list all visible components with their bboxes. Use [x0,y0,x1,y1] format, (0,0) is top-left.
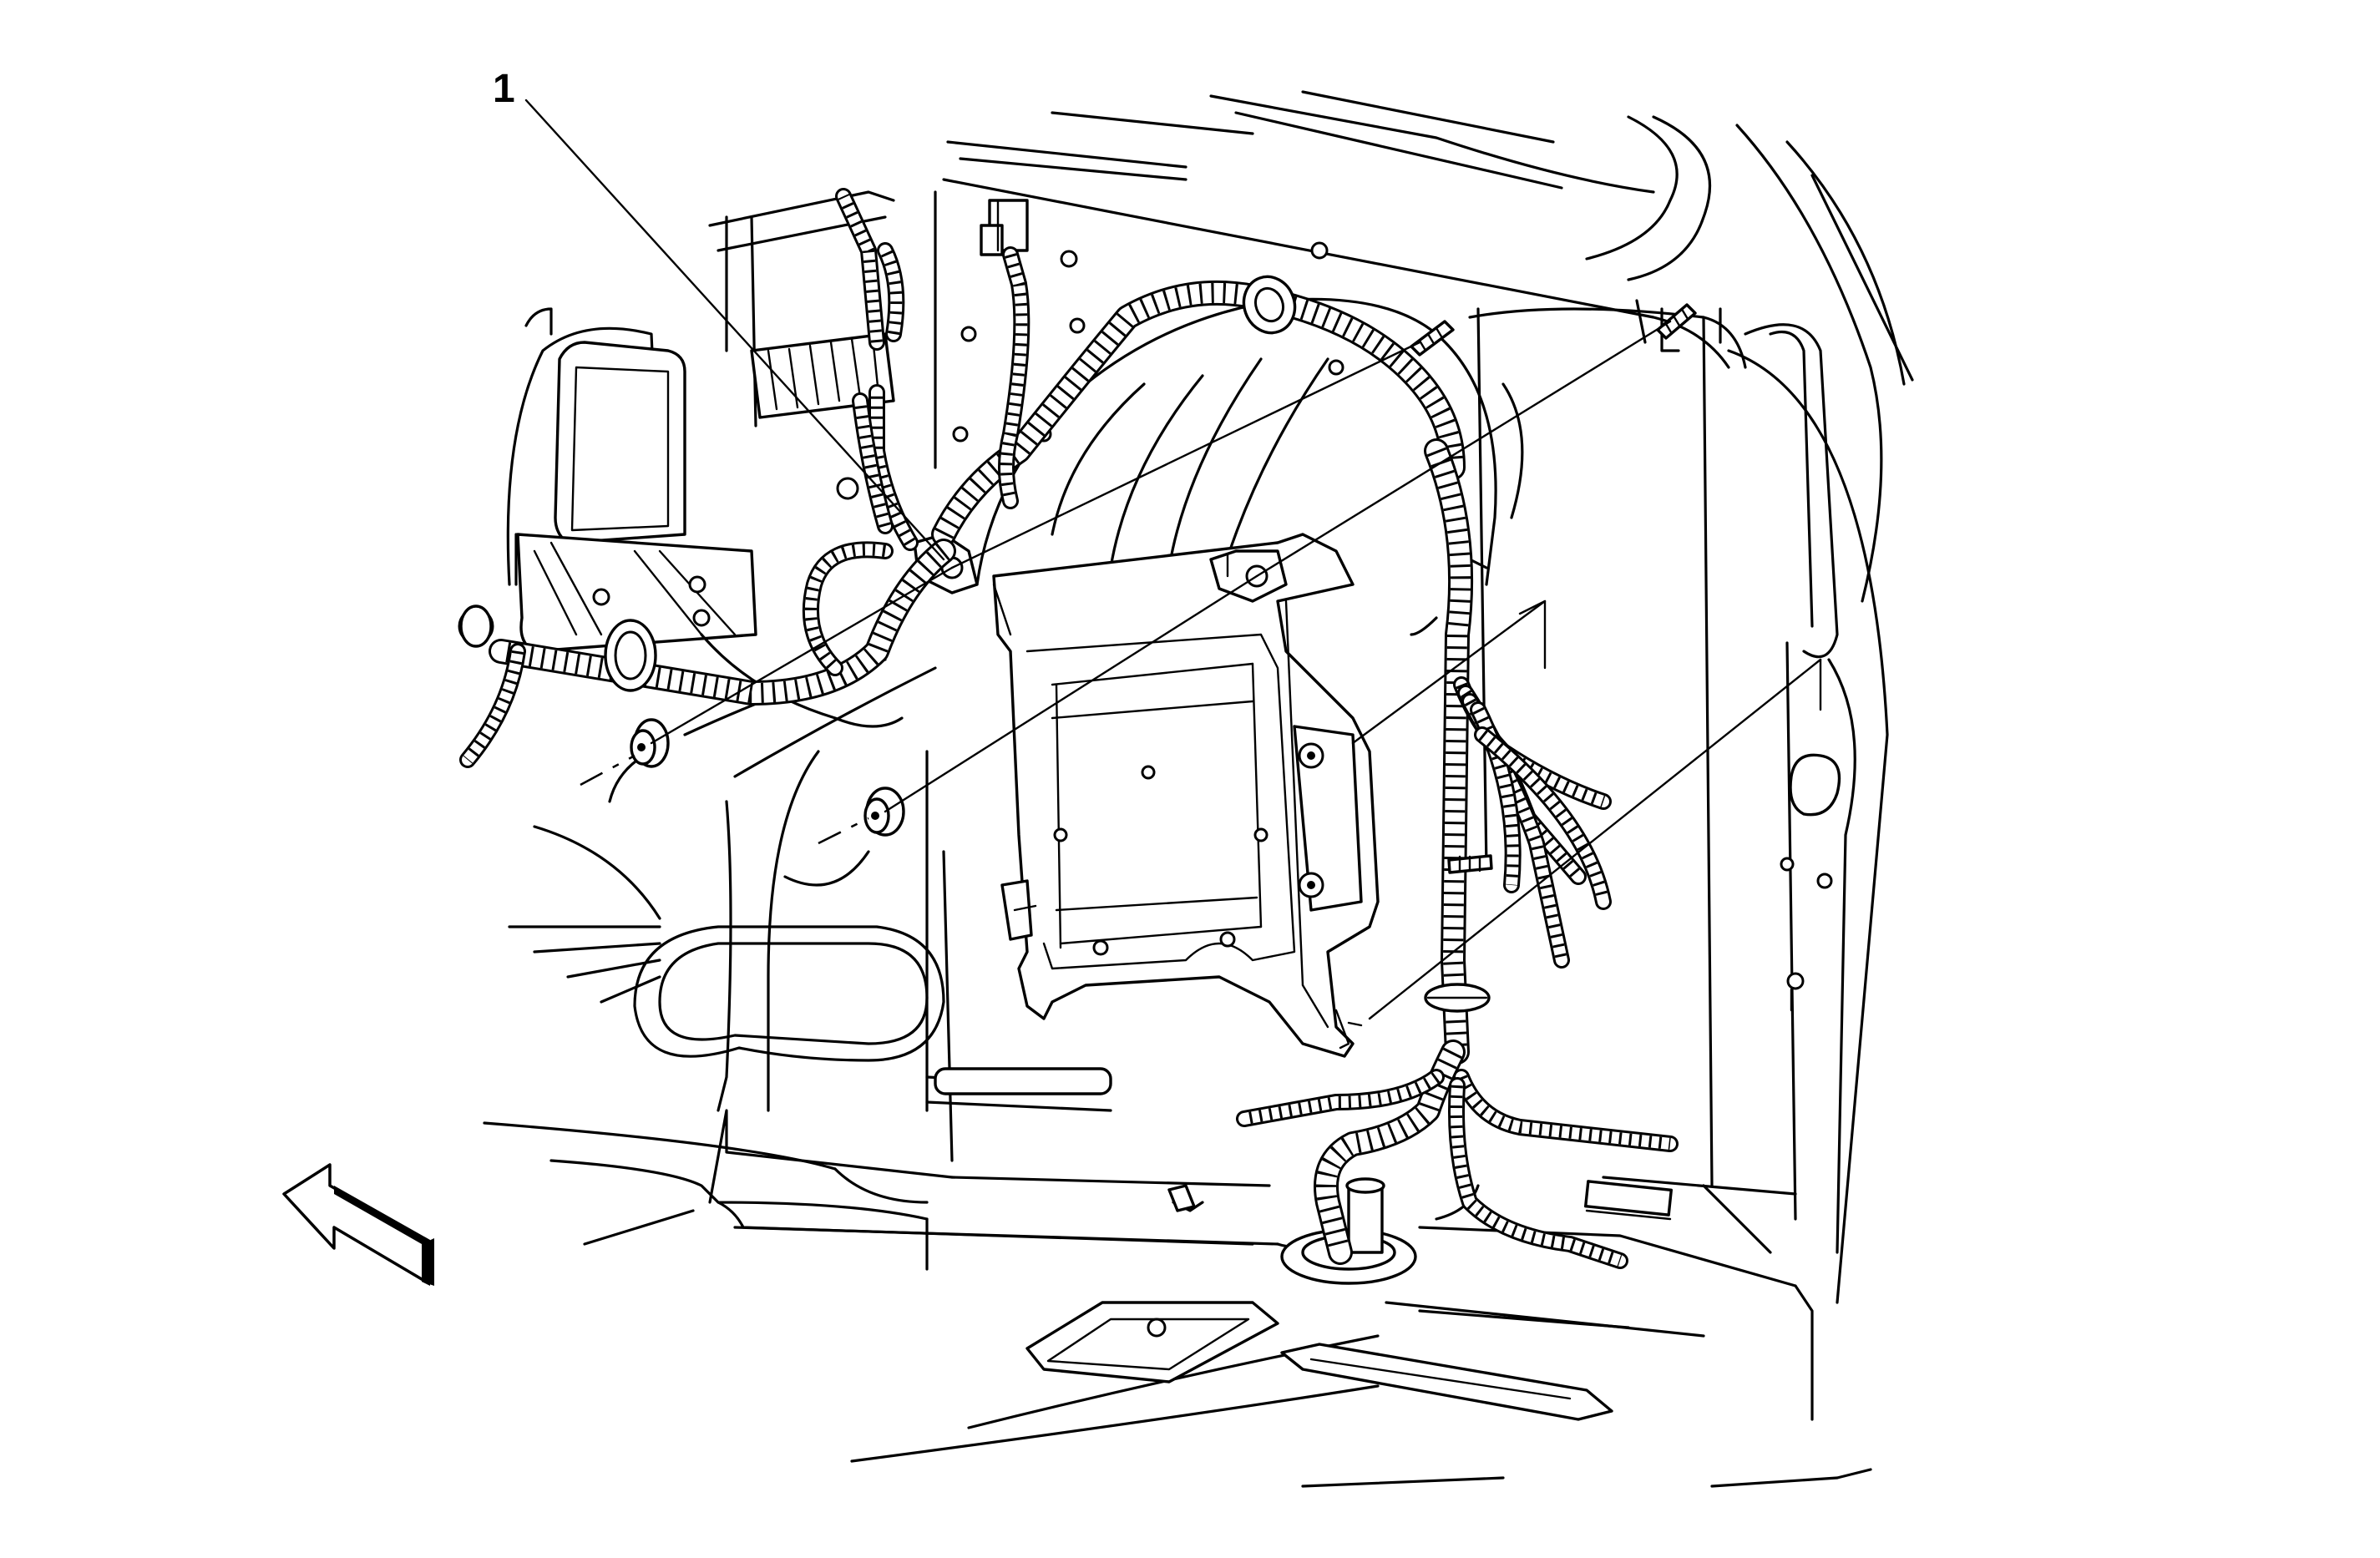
floor [483,1109,1872,1488]
wall-connector [980,199,1029,256]
view-direction-arrow-icon [282,1163,434,1286]
callout-1-label: 1 [493,67,515,111]
nut-left [630,718,670,768]
stud-upper-left [1410,320,1455,357]
floor-grommet [1280,1177,1417,1285]
bracket-nuts [1298,742,1324,898]
left-wall [506,190,895,586]
stud-upper-right [1656,303,1697,340]
wiring-harness [459,188,1679,1269]
roof-outline [946,90,1914,603]
wall-holes [836,241,1344,500]
floor-plate-left [1025,1301,1279,1383]
harness-grommets [458,275,1491,1013]
stud-mid [1447,854,1493,874]
explode-lines [580,320,1822,1020]
floor-plate-right [1280,1343,1613,1421]
rear-wall-panel [934,178,1889,1304]
right-wall-details [1780,753,1841,1012]
module-bracket [992,533,1380,1058]
bracket-tab-right [1209,549,1288,603]
callout-1-leader [524,99,945,561]
floor-stud-head [1167,1184,1196,1212]
wheelhouse [508,633,1112,1162]
